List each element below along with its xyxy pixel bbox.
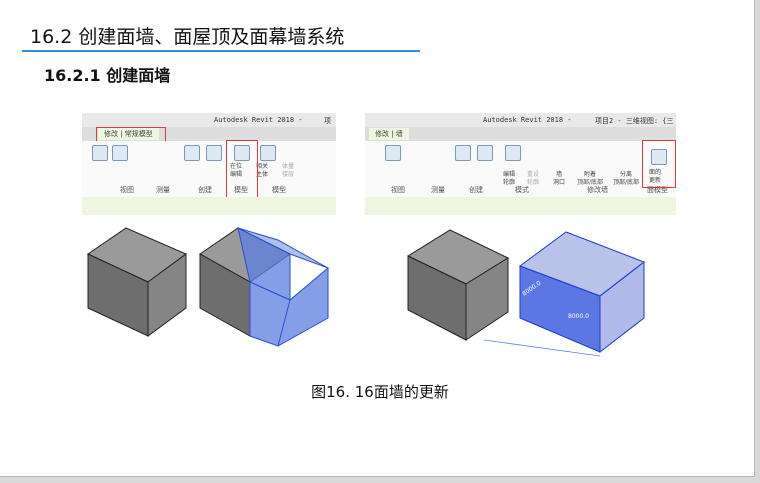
group-label: 视图	[391, 186, 405, 194]
edit-inplace-button[interactable]: 在位 编辑	[230, 163, 243, 178]
create-icon[interactable]	[455, 145, 471, 161]
attach-top-base-button[interactable]: 附着 顶部/底部	[577, 171, 604, 186]
revit-ribbon-screenshot-left: Autodesk Revit 2018 -项目 修改 | 常规模型 在位 编辑 …	[82, 113, 336, 215]
group-label: 模式	[515, 186, 529, 194]
update-to-face-button[interactable]: 面的 更新	[649, 169, 662, 184]
reset-profile-button: 重设 轮廓	[527, 171, 540, 186]
mass-floor-button: 体量 楼层	[282, 163, 295, 178]
tool-icon[interactable]	[112, 145, 128, 161]
group-label: 面模型	[647, 186, 668, 194]
figure-caption: 图16. 16面墙的更新	[311, 383, 449, 401]
edit-inplace-icon[interactable]	[234, 145, 250, 161]
edit-profile-icon[interactable]	[505, 145, 521, 161]
mass-volume	[237, 227, 329, 347]
tab-modify-generic-model[interactable]: 修改 | 常规模型	[98, 128, 159, 140]
group-label: 创建	[198, 186, 212, 194]
tool-icon[interactable]	[385, 145, 401, 161]
section-title: 16.2 创建面墙、面屋顶及面幕墙系统	[30, 26, 345, 48]
dimension-label: 8000.0	[568, 313, 589, 320]
edit-profile-button[interactable]: 编辑 轮廓	[503, 171, 516, 186]
create-icon[interactable]	[477, 145, 493, 161]
cube-right-1	[406, 229, 510, 341]
subsection-title: 16.2.1 创建面墙	[44, 66, 171, 85]
group-label: 测量	[156, 186, 170, 194]
revit-ribbon-screenshot-right: Autodesk Revit 2018 - 项目2 - 三维视图: {三 修改 |…	[365, 113, 676, 215]
group-label: 修改墙	[587, 186, 608, 194]
group-label: 视图	[120, 186, 134, 194]
cube-left-1	[86, 227, 187, 337]
update-to-face-icon[interactable]	[651, 149, 667, 165]
window-title-right: 项目2 - 三维视图: {三	[595, 117, 674, 125]
host-button[interactable]: 相关 主体	[256, 163, 269, 178]
title-underline	[22, 50, 420, 52]
group-label: 模型	[234, 186, 248, 194]
updated-wall-selected	[518, 231, 646, 354]
tool-icon[interactable]	[92, 145, 108, 161]
window-title: Autodesk Revit 2018 -	[483, 116, 572, 124]
detach-top-base-button[interactable]: 分离 顶部/底部	[613, 171, 640, 186]
group-label: 模型	[272, 186, 286, 194]
create-icon[interactable]	[206, 145, 222, 161]
host-icon[interactable]	[260, 145, 276, 161]
wall-opening-button[interactable]: 墙 洞口	[553, 171, 566, 186]
tab-modify-wall[interactable]: 修改 | 墙	[369, 128, 409, 140]
create-icon[interactable]	[184, 145, 200, 161]
highlight-box	[642, 140, 676, 188]
window-title: Autodesk Revit 2018 -	[214, 116, 303, 124]
group-label: 测量	[431, 186, 445, 194]
group-label: 创建	[469, 186, 483, 194]
